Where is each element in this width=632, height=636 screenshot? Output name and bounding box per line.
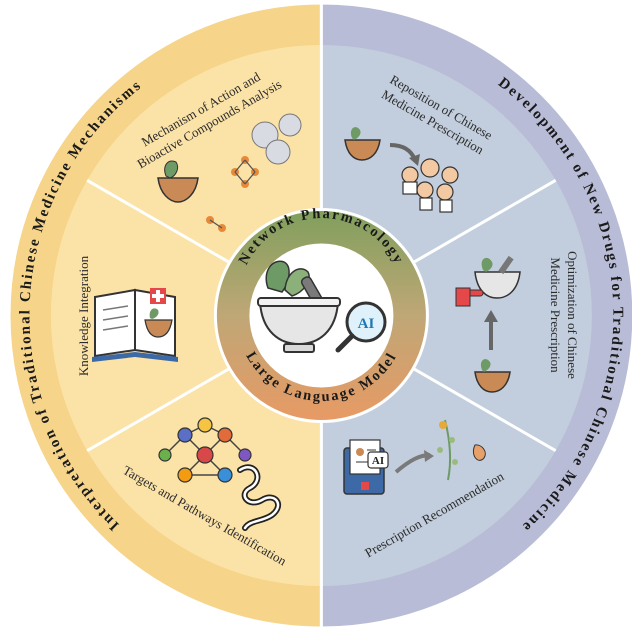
molecule-network-icon <box>157 113 302 232</box>
ai-tag: AI <box>372 455 384 467</box>
segment-label-knowledge: Knowledge Integration <box>76 255 91 376</box>
ai-badge: AI <box>358 316 375 332</box>
inner-disk-left <box>50 45 322 586</box>
segment-label-optimization: Optimization of Chinese Medicine Prescri… <box>548 251 580 379</box>
reposition-icon <box>344 127 459 213</box>
segment-label-knowledge-text: Knowledge Integration <box>76 255 91 376</box>
inner-disk-right <box>321 45 592 586</box>
target-network-icon <box>158 417 281 531</box>
mortar-ai-icon: AI <box>257 260 387 353</box>
segment-label-optimization-line1: Optimization of Chinese <box>565 251 580 379</box>
book-icon <box>92 288 178 362</box>
optimization-icon <box>455 255 521 393</box>
segment-label-optimization-line2: Medicine Prescription <box>548 257 563 373</box>
recommendation-icon: AI <box>343 419 486 495</box>
